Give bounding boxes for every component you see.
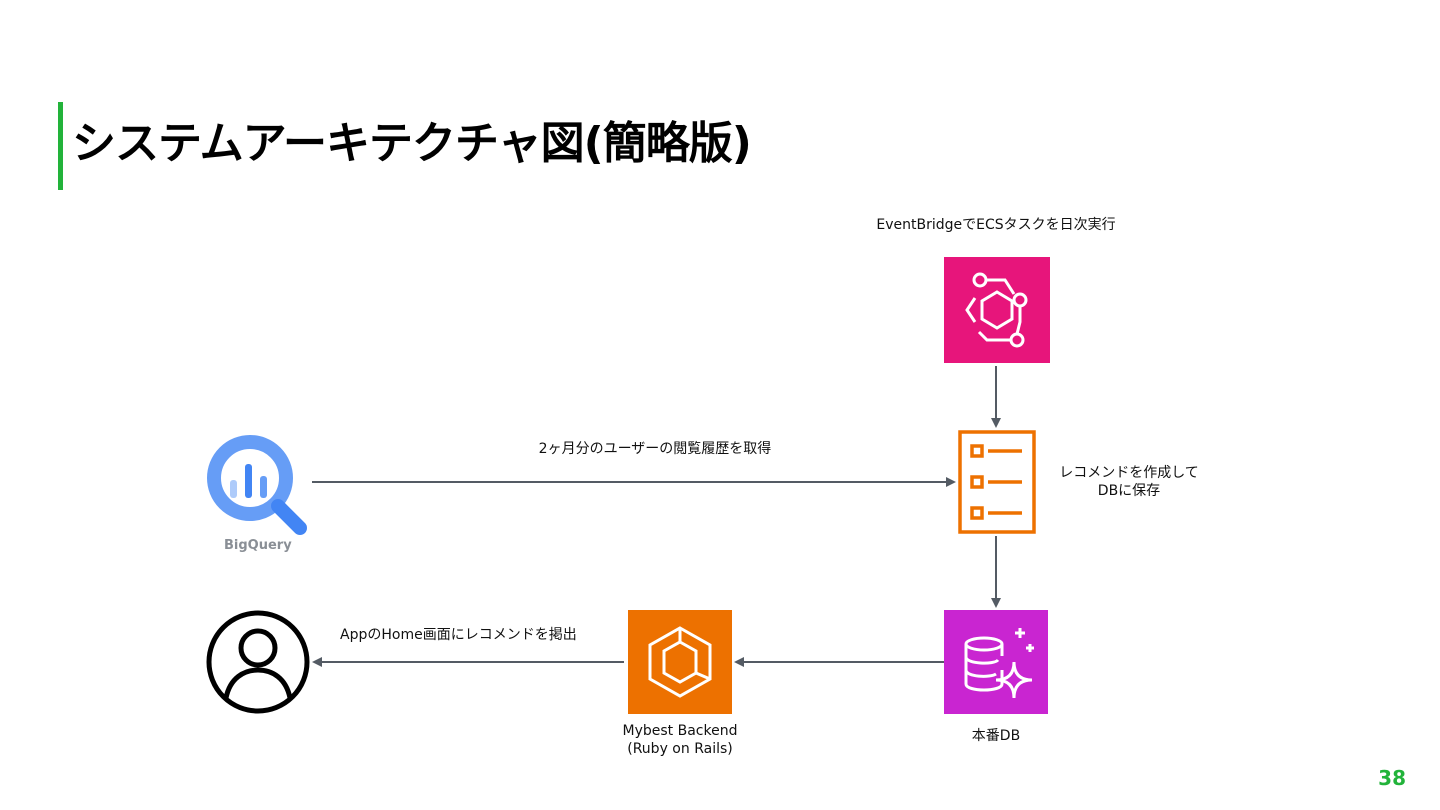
slide-title: システムアーキテクチャ図(簡略版) (72, 118, 752, 169)
bigquery-icon (207, 435, 307, 535)
user-icon (206, 610, 310, 714)
ecs-icon (648, 626, 712, 698)
prod-db-node (944, 610, 1048, 714)
edge-label-fetch-history: 2ヶ月分のユーザーの閲覧履歴を取得 (538, 441, 772, 457)
title-accent-bar (58, 102, 63, 190)
user-node (204, 608, 312, 716)
recommend-task-node (958, 430, 1036, 534)
recommend-task-caption-line1: レコメンドを作成して (1059, 465, 1199, 481)
eventbridge-icon (965, 272, 1028, 348)
page-number: 38 (1378, 766, 1406, 790)
backend-caption-line2: (Ruby on Rails) (627, 741, 733, 757)
eventbridge-node (944, 257, 1050, 363)
backend-caption: Mybest Backend (Ruby on Rails) (580, 722, 780, 758)
recommend-task-caption: レコメンドを作成して DBに保存 (1046, 464, 1212, 500)
prod-db-caption: 本番DB (971, 728, 1021, 744)
task-list-icon (958, 430, 1036, 534)
recommend-task-caption-line2: DBに保存 (1097, 483, 1161, 499)
backend-caption-line1: Mybest Backend (622, 723, 738, 739)
eventbridge-caption: EventBridgeでECSタスクを日次実行 (876, 217, 1116, 233)
database-icon (964, 628, 1034, 699)
backend-node (628, 610, 732, 714)
edge-label-display-home: AppのHome画面にレコメンドを掲出 (340, 627, 577, 643)
bigquery-node (200, 428, 312, 540)
bigquery-caption: BigQuery (224, 538, 292, 553)
